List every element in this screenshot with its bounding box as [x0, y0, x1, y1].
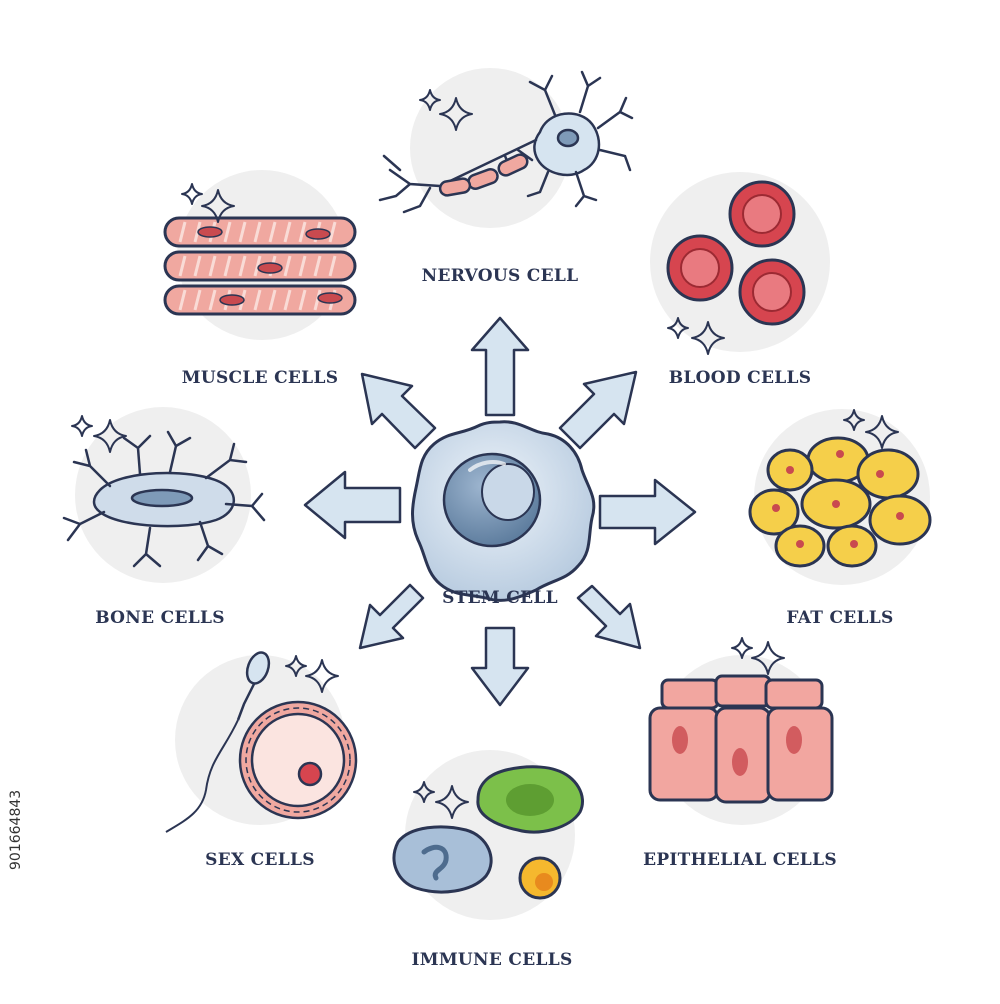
- stem-cell-illustration: [411, 420, 596, 602]
- arrow-up-left: [360, 372, 437, 450]
- sparkle-icon: [439, 97, 473, 131]
- arrows: [303, 316, 697, 707]
- sparkle-icon: [93, 419, 127, 453]
- bone-cells-illustration: [62, 430, 266, 568]
- label-nervous-cell: NERVOUS CELL: [421, 266, 579, 286]
- sparkle-icon: [843, 409, 865, 431]
- label-fat-cells: FAT CELLS: [786, 608, 894, 628]
- arrow-up: [470, 316, 530, 417]
- blood-cells-illustration: [666, 180, 806, 326]
- sparkle-icon: [285, 655, 307, 677]
- egg-cell: [238, 700, 358, 820]
- arrow-right: [598, 478, 697, 546]
- label-sex-cells: SEX CELLS: [205, 850, 315, 870]
- sparkle-icon: [865, 415, 899, 449]
- fat-cells-illustration: [748, 436, 932, 568]
- sperm-cell: [165, 651, 271, 833]
- nervous-cell-illustration: [378, 70, 634, 214]
- immune-cells-illustration: [392, 765, 584, 900]
- arrow-up-right: [558, 370, 638, 450]
- arrow-down-right: [576, 584, 642, 650]
- sex-cells-illustration: [165, 651, 358, 833]
- sparkle-icon: [751, 641, 785, 675]
- red-blood-cell: [666, 234, 734, 302]
- sparkle-icon: [731, 637, 753, 659]
- stock-image-id: 901664843: [8, 789, 24, 870]
- label-blood-cells: BLOOD CELLS: [668, 368, 812, 388]
- sparkle-icon: [71, 415, 93, 437]
- sparkle-icon: [305, 659, 339, 693]
- arrow-left: [303, 470, 402, 540]
- sparkle-icon: [691, 321, 725, 355]
- label-bone-cells: BONE CELLS: [95, 608, 225, 628]
- epithelial-cells-illustration: [648, 674, 834, 804]
- sparkle-icon: [181, 183, 203, 205]
- sparkle-icon: [201, 189, 235, 223]
- red-blood-cell: [738, 258, 806, 326]
- label-immune-cells: IMMUNE CELLS: [411, 950, 573, 970]
- muscle-cells-illustration: [163, 216, 357, 316]
- sparkle-icon: [419, 89, 441, 111]
- sparkle-icon: [667, 317, 689, 339]
- sparkle-icon: [435, 785, 469, 819]
- arrow-down: [470, 626, 530, 707]
- arrow-down-left: [358, 583, 425, 650]
- label-epithelial-cells: EPITHELIAL CELLS: [643, 850, 837, 870]
- sparkle-icon: [413, 781, 435, 803]
- sparkle-icons: [71, 89, 899, 819]
- label-stem-cell: STEM CELL: [442, 588, 558, 608]
- red-blood-cell: [728, 180, 796, 248]
- label-muscle-cells: MUSCLE CELLS: [181, 368, 339, 388]
